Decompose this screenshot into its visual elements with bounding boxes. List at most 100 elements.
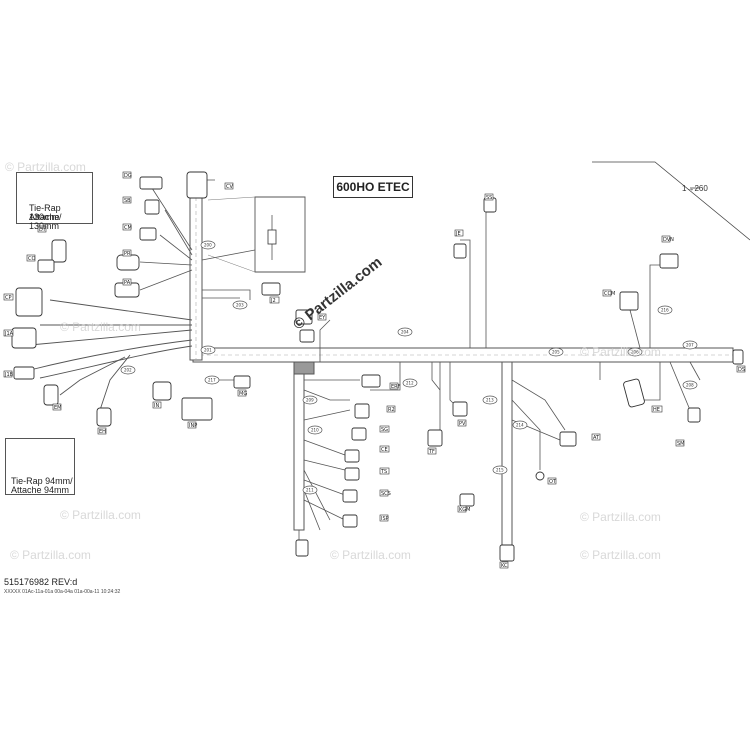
tie-rap-94-box: Tie-Rap 94mm/ Attache 94mm bbox=[5, 438, 75, 495]
connector-code-PA: PA bbox=[124, 280, 131, 286]
watermark-faint-6: © Partzilla.com bbox=[580, 548, 661, 562]
connector-code-TF: TF bbox=[428, 449, 435, 455]
connector-CM bbox=[139, 227, 157, 241]
connector-code-J1A: J1A bbox=[4, 331, 14, 337]
connector-PB bbox=[619, 291, 639, 311]
wire-number-217: 217 bbox=[208, 378, 216, 383]
wire-number-210: 210 bbox=[311, 428, 319, 433]
connector-J2 bbox=[181, 397, 213, 421]
connector-CP bbox=[37, 259, 55, 273]
connector-KC bbox=[344, 467, 360, 481]
connector-J1B bbox=[11, 327, 37, 349]
connector-ERF bbox=[261, 282, 281, 296]
connector-code-ERF: ERF bbox=[391, 384, 401, 390]
connector-code-DS: DS bbox=[738, 367, 745, 373]
connector-code-IN: IN bbox=[154, 403, 159, 409]
connector-TS bbox=[354, 403, 370, 419]
center-vertical-trunk bbox=[293, 361, 315, 531]
connectors bbox=[11, 171, 744, 562]
watermark-faint-3: © Partzilla.com bbox=[10, 548, 91, 562]
connector-ISP bbox=[427, 429, 443, 447]
connector-code-tags bbox=[3, 171, 746, 569]
tie-rap-130-box: Tie-Rap 130mm/ Attache 130mm bbox=[16, 172, 93, 231]
connector-EH bbox=[43, 384, 59, 406]
connector-CV bbox=[186, 171, 208, 199]
wire-number-206: 206 bbox=[631, 350, 639, 355]
tie-rap-94-line1: Tie-Rap 94mm/ bbox=[11, 476, 73, 486]
connector-CO bbox=[51, 239, 67, 263]
connector-SB bbox=[144, 199, 160, 215]
watermark-faint-1: © Partzilla.com bbox=[60, 320, 141, 334]
watermark-faint-4: © Partzilla.com bbox=[60, 508, 141, 522]
connector-EM bbox=[13, 366, 35, 380]
wire-number-201: 201 bbox=[204, 348, 212, 353]
connector-code-DY: DY bbox=[39, 227, 47, 233]
connector-RH bbox=[453, 243, 467, 259]
connector-code-JE: JE bbox=[455, 231, 461, 237]
connector-code-SS: SS bbox=[486, 195, 492, 201]
wire-number-207: 207 bbox=[686, 343, 694, 348]
connector-code-DVN: DVN bbox=[663, 237, 674, 243]
connector-code-SB: SB bbox=[124, 198, 131, 204]
tie-rap-130-line1: Tie-Rap 130mm/ bbox=[29, 203, 62, 222]
connector-DA bbox=[732, 349, 744, 365]
connector-code-MG: MG bbox=[239, 391, 247, 397]
connector-JE bbox=[559, 431, 577, 447]
part-number: 515176982 REV:d bbox=[4, 577, 78, 587]
right-center-trunk bbox=[501, 361, 513, 553]
connector-code-DG: DG bbox=[124, 173, 132, 179]
connector-code-J1B: J1B bbox=[4, 372, 14, 378]
connector-code-EH: EH bbox=[99, 429, 106, 435]
connector-code-CCM: CCM bbox=[604, 291, 615, 297]
connector-code-AT: AT bbox=[593, 435, 600, 441]
connector-SCS bbox=[351, 427, 367, 441]
watermark-faint-7: © Partzilla.com bbox=[330, 548, 411, 562]
connector-code-PV: PV bbox=[459, 421, 466, 427]
wire-number-216: 216 bbox=[661, 308, 669, 313]
connector-code-KC: KC bbox=[501, 563, 508, 569]
connector-code-ISP: ISP bbox=[381, 516, 389, 522]
connector-code-EM: EM bbox=[54, 405, 61, 411]
tie-rap-130-line2: Attache 130mm bbox=[29, 212, 60, 231]
wire-number-215: 215 bbox=[496, 468, 504, 473]
connector-AT bbox=[342, 489, 358, 503]
wire-number-214: 214 bbox=[516, 423, 524, 428]
connector-code-KGM: KGM bbox=[459, 507, 470, 513]
connector-code-HE: HE bbox=[653, 407, 660, 413]
connector-DG bbox=[139, 176, 163, 190]
wire-number-208: 208 bbox=[686, 383, 694, 388]
tie-rap-94-line2: Attache 94mm bbox=[11, 485, 70, 495]
detail-inset bbox=[207, 196, 306, 273]
wire-number-213: 213 bbox=[486, 398, 494, 403]
connector-code-SCS: SCS bbox=[381, 491, 391, 497]
connector-FA bbox=[659, 253, 679, 269]
connector-TF bbox=[452, 401, 468, 417]
connector-code-CO: CO bbox=[28, 256, 35, 262]
connector-EY bbox=[233, 375, 251, 389]
connector-CCM bbox=[623, 378, 645, 408]
connector-code-EY: EY bbox=[319, 315, 326, 321]
connector-code-CP: CP bbox=[5, 295, 12, 301]
connector-code-CV: CV bbox=[226, 184, 233, 190]
connector-code-TS: TS bbox=[380, 469, 387, 475]
connector-CE bbox=[361, 374, 381, 388]
connector-code-CE: CE bbox=[381, 447, 388, 453]
connector-KGM bbox=[344, 449, 360, 463]
wire-number-bubbles bbox=[120, 240, 698, 495]
center-branches bbox=[210, 319, 360, 540]
wire-number-202: 202 bbox=[124, 368, 132, 373]
diagram-title: 600HO ETEC bbox=[333, 176, 413, 198]
left-lower-branch bbox=[29, 299, 193, 411]
connector-R2 bbox=[295, 309, 313, 325]
wire-number-203: 203 bbox=[236, 303, 244, 308]
connector-DVN bbox=[687, 407, 701, 423]
connector-J1A bbox=[15, 287, 43, 317]
connector-SM bbox=[535, 471, 545, 481]
connector-code-SM: SM bbox=[677, 441, 685, 447]
part-date: XXXXX 01Ac-11a-01a 00a-04a 01a-00a-11 10… bbox=[4, 589, 121, 595]
connector-PR bbox=[116, 254, 140, 271]
right-center-branches bbox=[370, 362, 566, 560]
connector-OT bbox=[342, 514, 358, 528]
watermark-faint-2: © Partzilla.com bbox=[580, 345, 661, 359]
